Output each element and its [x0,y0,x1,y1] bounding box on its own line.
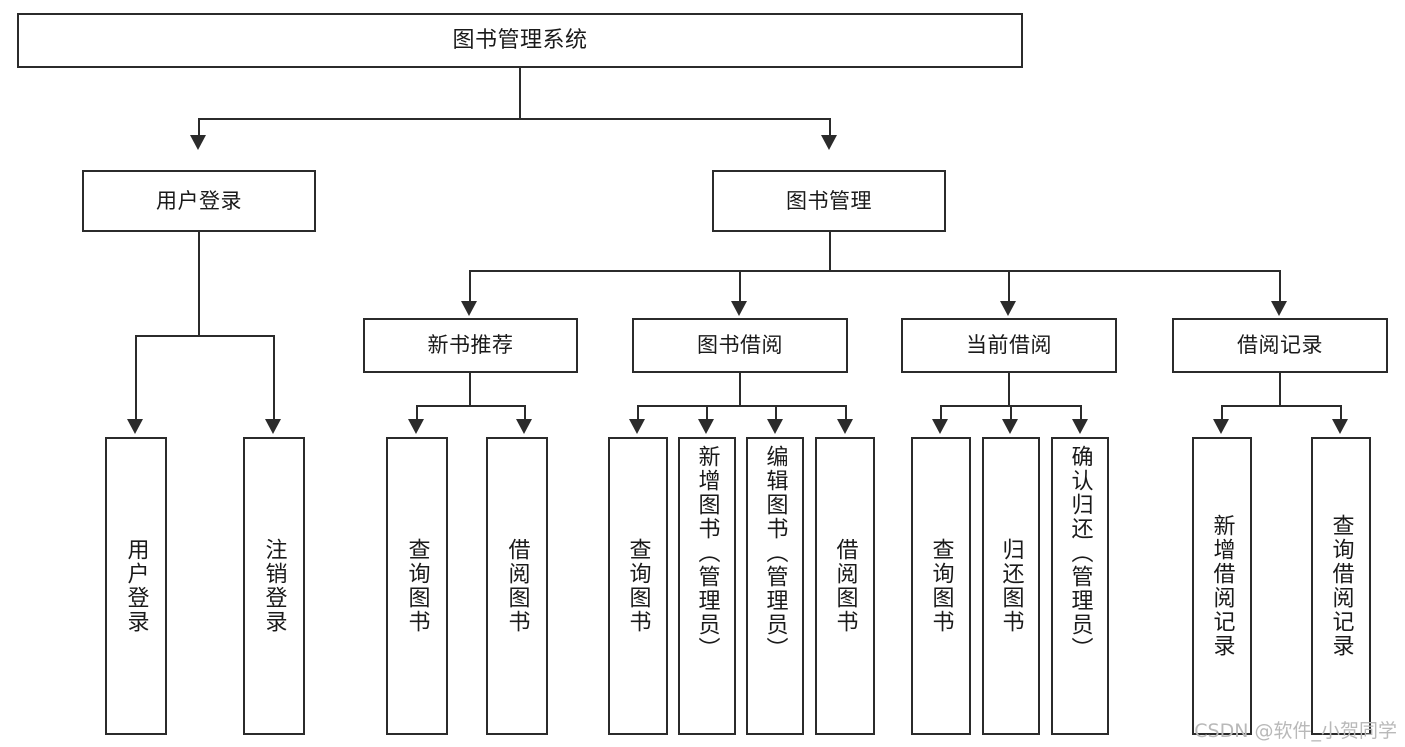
node-borrow-record[interactable]: 借阅记录 [1172,318,1388,373]
arrow-borrow-record-leaf-2 [1332,419,1348,434]
node-user-login-label: 用户登录 [156,188,242,213]
node-book-manage[interactable]: 图书管理 [712,170,946,232]
connector-user-login-drop-1 [135,335,137,420]
node-borrow-record-label: 借阅记录 [1237,333,1323,358]
leaf-user-login-label: 用户登录 [123,538,149,634]
connector-book-manage-drop-3 [1008,270,1010,302]
connector-borrow-record-stem [1279,373,1281,405]
connector-new-book-drop-2 [524,405,526,420]
arrow-root-to-book-manage [821,135,837,150]
connector-book-manage-drop-1 [469,270,471,302]
leaf-borrow-book-2-label: 借阅图书 [832,538,858,634]
connector-user-login-bus [135,335,273,337]
connector-book-borrow-drop-4 [845,405,847,420]
arrow-root-to-user-login [190,135,206,150]
leaf-add-record-label: 新增借阅记录 [1209,514,1235,658]
leaf-query-book-3-label: 查询图书 [928,538,954,634]
leaf-return-book[interactable]: 归还图书 [982,437,1040,735]
node-root-system[interactable]: 图书管理系统 [17,13,1023,68]
connector-book-borrow-drop-1 [637,405,639,420]
arrow-user-login-leaf-1 [127,419,143,434]
arrow-book-manage-to-book-borrow [731,301,747,316]
leaf-edit-book-label: 编辑图书（管理员） [762,445,788,661]
leaf-add-record[interactable]: 新增借阅记录 [1192,437,1252,735]
connector-book-manage-stem [829,232,831,270]
connector-book-manage-bus [469,270,1280,272]
connector-new-book-bus [416,405,524,407]
connector-root-to-book-manage [829,118,831,138]
connector-user-login-drop-2 [273,335,275,420]
connector-new-book-drop-1 [416,405,418,420]
arrow-user-login-leaf-2 [265,419,281,434]
arrow-book-manage-to-new-book [461,301,477,316]
node-new-book-recommend[interactable]: 新书推荐 [363,318,578,373]
connector-book-borrow-stem [739,373,741,405]
leaf-query-record-label: 查询借阅记录 [1328,514,1354,658]
connector-borrow-record-drop-1 [1221,405,1223,420]
leaf-query-book-1[interactable]: 查询图书 [386,437,448,735]
node-current-borrow[interactable]: 当前借阅 [901,318,1117,373]
connector-book-manage-drop-4 [1279,270,1281,302]
leaf-query-book-1-label: 查询图书 [404,538,430,634]
node-user-login[interactable]: 用户登录 [82,170,316,232]
leaf-borrow-book-1[interactable]: 借阅图书 [486,437,548,735]
arrow-book-borrow-leaf-3 [767,419,783,434]
connector-current-borrow-drop-3 [1080,405,1082,420]
leaf-query-record[interactable]: 查询借阅记录 [1311,437,1371,735]
leaf-edit-book[interactable]: 编辑图书（管理员） [746,437,804,735]
connector-borrow-record-drop-2 [1340,405,1342,420]
node-new-book-recommend-label: 新书推荐 [427,333,514,358]
connector-book-borrow-drop-3 [775,405,777,420]
arrow-current-borrow-leaf-3 [1072,419,1088,434]
leaf-add-book[interactable]: 新增图书（管理员） [678,437,736,735]
leaf-logout-login[interactable]: 注销登录 [243,437,305,735]
leaf-borrow-book-1-label: 借阅图书 [504,538,530,634]
watermark-text: CSDN @软件_小贺同学 [1194,720,1397,742]
connector-root-to-user-login [198,118,200,138]
leaf-confirm-return[interactable]: 确认归还（管理员） [1051,437,1109,735]
connector-root-bus [198,118,830,120]
leaf-add-book-label: 新增图书（管理员） [694,445,720,661]
node-book-borrow-label: 图书借阅 [697,333,783,358]
arrow-book-borrow-leaf-1 [629,419,645,434]
arrow-book-manage-to-current-borrow [1000,301,1016,316]
connector-user-login-stem [198,232,200,335]
leaf-confirm-return-label: 确认归还（管理员） [1067,445,1093,661]
arrow-new-book-leaf-2 [516,419,532,434]
arrow-book-borrow-leaf-4 [837,419,853,434]
connector-book-borrow-bus [637,405,845,407]
arrow-current-borrow-leaf-1 [932,419,948,434]
leaf-logout-login-label: 注销登录 [261,538,287,634]
arrow-book-manage-to-borrow-record [1271,301,1287,316]
connector-current-borrow-drop-1 [940,405,942,420]
connector-book-borrow-drop-2 [706,405,708,420]
connector-current-borrow-drop-2 [1010,405,1012,420]
connector-current-borrow-stem [1008,373,1010,405]
node-root-system-label: 图书管理系统 [452,27,588,53]
leaf-query-book-2-label: 查询图书 [625,538,651,634]
leaf-user-login[interactable]: 用户登录 [105,437,167,735]
connector-root-stem [519,68,521,118]
arrow-borrow-record-leaf-1 [1213,419,1229,434]
leaf-query-book-2[interactable]: 查询图书 [608,437,668,735]
node-book-manage-label: 图书管理 [786,188,872,213]
connector-borrow-record-bus [1221,405,1340,407]
arrow-current-borrow-leaf-2 [1002,419,1018,434]
node-book-borrow[interactable]: 图书借阅 [632,318,848,373]
leaf-query-book-3[interactable]: 查询图书 [911,437,971,735]
connector-book-manage-drop-2 [739,270,741,302]
arrow-book-borrow-leaf-2 [698,419,714,434]
arrow-new-book-leaf-1 [408,419,424,434]
leaf-borrow-book-2[interactable]: 借阅图书 [815,437,875,735]
leaf-return-book-label: 归还图书 [998,538,1024,634]
node-current-borrow-label: 当前借阅 [966,333,1052,358]
connector-new-book-stem [469,373,471,405]
